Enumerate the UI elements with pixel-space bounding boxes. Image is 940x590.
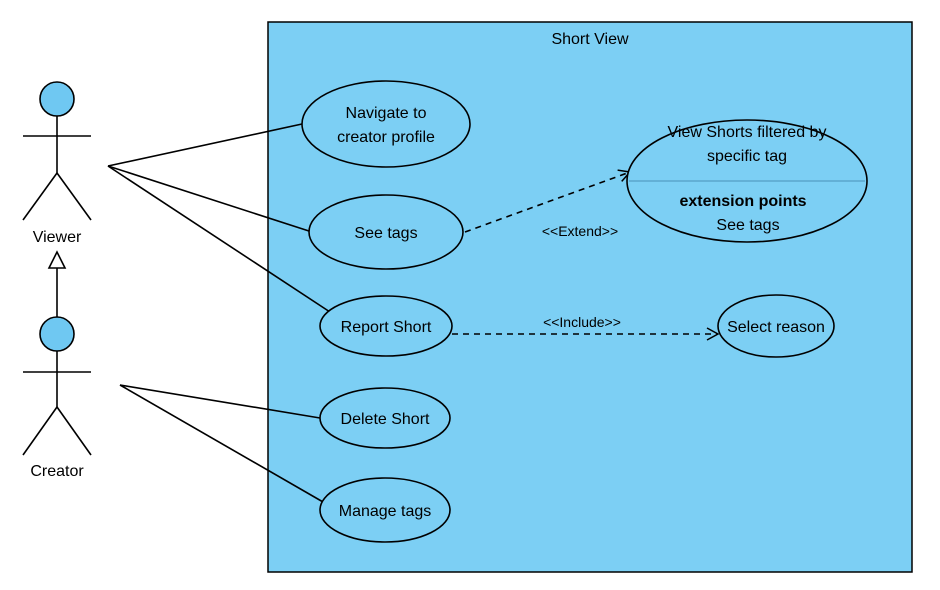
use-case-ellipse xyxy=(319,387,451,449)
use-case-ellipse xyxy=(308,194,464,270)
actor-name: Creator xyxy=(30,463,84,480)
actor-head xyxy=(39,81,75,117)
use-case-label: Delete Short xyxy=(341,411,430,428)
use-case-see-tags[interactable]: See tags xyxy=(308,194,464,270)
actor-name: Viewer xyxy=(33,229,82,246)
use-case-ellipse xyxy=(717,294,835,358)
extension-points-heading: extension points xyxy=(679,193,806,210)
use-case-label: Select reason xyxy=(727,319,825,336)
include-relation: <<Include>> xyxy=(452,314,720,341)
associations xyxy=(107,123,331,507)
assoc-creator-delete xyxy=(119,384,321,419)
include-label: <<Include>> xyxy=(543,314,621,330)
use-case-view-shorts-filtered[interactable]: View Shorts filtered by specific tag ext… xyxy=(626,119,868,243)
use-case-ellipse xyxy=(319,477,451,543)
use-case-label: Report Short xyxy=(341,319,432,336)
extend-label: <<Extend>> xyxy=(542,223,618,239)
extend-relation: <<Extend>> xyxy=(464,169,632,239)
system-title: Short View xyxy=(551,31,629,48)
actor-viewer[interactable]: Viewer xyxy=(22,81,92,246)
actor-right-leg xyxy=(56,172,92,221)
extension-point-item: See tags xyxy=(716,217,779,234)
use-case-label: See tags xyxy=(354,225,417,242)
assoc-viewer-report xyxy=(107,165,331,313)
use-case-ellipse xyxy=(301,80,471,168)
actor-right-leg xyxy=(56,406,92,456)
generalization-arrowhead xyxy=(47,250,67,269)
use-case-report-short[interactable]: Report Short xyxy=(319,295,453,357)
use-case-label: specific tag xyxy=(707,148,787,165)
use-case-delete-short[interactable]: Delete Short xyxy=(319,387,451,449)
assoc-viewer-see-tags xyxy=(107,165,313,233)
use-case-label: Navigate to xyxy=(346,105,427,122)
use-case-manage-tags[interactable]: Manage tags xyxy=(319,477,451,543)
use-case-label: creator profile xyxy=(337,129,435,146)
assoc-creator-manage xyxy=(119,384,331,507)
use-case-select-reason[interactable]: Select reason xyxy=(717,294,835,358)
use-case-navigate-creator-profile[interactable]: Navigate to creator profile xyxy=(301,80,471,168)
use-case-label: View Shorts filtered by xyxy=(668,124,827,141)
actor-creator[interactable]: Creator xyxy=(22,316,92,480)
actor-head xyxy=(39,316,75,352)
use-case-label: Manage tags xyxy=(339,503,432,520)
use-case-ellipse xyxy=(319,295,453,357)
assoc-viewer-navigate xyxy=(107,123,303,167)
actor-left-leg xyxy=(22,406,58,456)
generalization-creator-viewer xyxy=(47,250,67,318)
actor-left-leg xyxy=(22,172,58,221)
extend-line xyxy=(464,169,632,233)
